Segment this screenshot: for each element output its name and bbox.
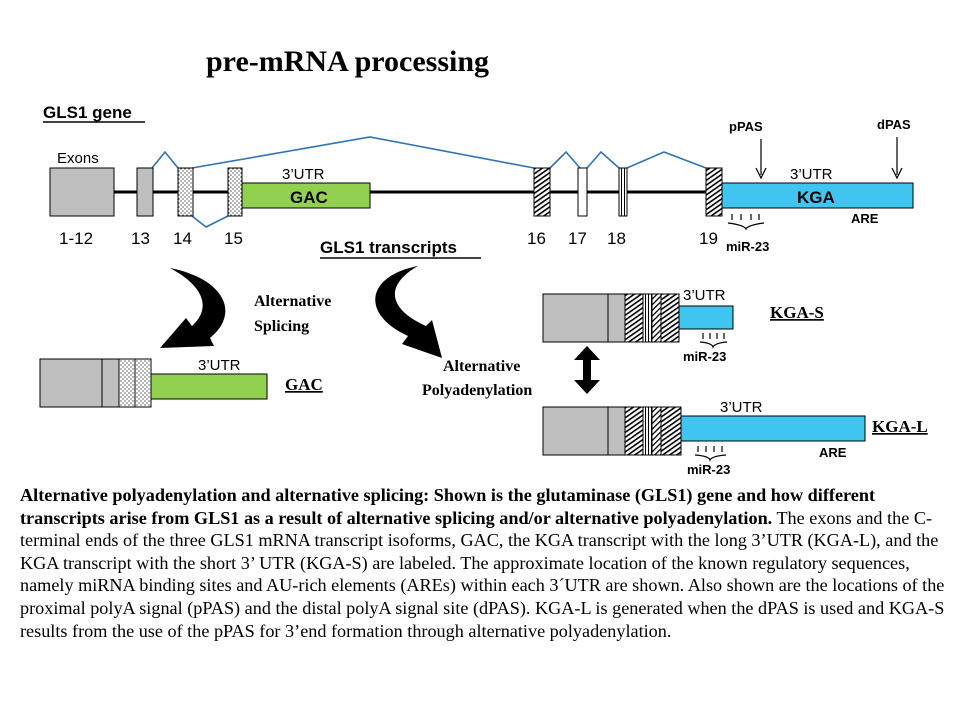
dpas-label: dPAS (877, 117, 911, 132)
are-label-gene: ARE (851, 211, 879, 226)
mir-label-kga-l: miR-23 (687, 462, 730, 477)
polyadenylation-label-line2: Polyadenylation (422, 382, 532, 399)
mir-label-gene: miR-23 (726, 239, 769, 254)
polyadenylation-curved-arrow (375, 266, 442, 358)
exon-number: 19 (699, 229, 718, 248)
gac-utr-label: 3’UTR (282, 166, 325, 183)
exon-14 (177, 167, 194, 217)
kga-l-name: KGA-L (872, 417, 928, 436)
gac-transcript (39, 358, 268, 408)
exon-numbers: 1-12 13 14 15 16 17 18 19 (59, 229, 718, 248)
kga-label: KGA (797, 188, 835, 207)
double-headed-arrow (574, 346, 600, 394)
splice-connector-18-19 (626, 151, 707, 169)
exon-number: 15 (224, 229, 243, 248)
gac-transcript-utr-label: 3’UTR (198, 357, 241, 374)
gene-label: GLS1 gene (43, 103, 132, 122)
polyadenylation-label-line1: Alternative (443, 358, 520, 375)
exons-label: Exons (57, 150, 99, 167)
exon-15 (227, 167, 243, 217)
mir-site-kga-s (699, 333, 728, 349)
kga-s-name: KGA-S (770, 303, 824, 322)
caption-bold: Alternative polyadenylation and alternat… (20, 485, 876, 528)
kga-l-transcript (542, 406, 866, 456)
exon-number: 13 (131, 229, 150, 248)
splice-connector-16-17 (549, 150, 581, 169)
kga-l-utr-label: 3’UTR (720, 399, 763, 416)
dpas-arrow-head (891, 167, 903, 180)
ppas-arrow-head (755, 167, 767, 180)
splicing-curved-arrow (160, 268, 226, 348)
kga-s-transcript (542, 293, 734, 343)
exon-number: 17 (568, 229, 587, 248)
splice-connector-14-15-below (191, 215, 229, 228)
exon-number: 18 (607, 229, 626, 248)
caption-body: The exons and the C-terminal ends of the… (20, 507, 945, 641)
kga-utr-box (721, 182, 914, 209)
are-label-kga-l: ARE (819, 445, 847, 460)
mir-site-gene (727, 214, 765, 231)
gac-label: GAC (290, 188, 328, 207)
ppas-label: pPAS (729, 119, 763, 134)
splicing-label-line1: Alternative (254, 293, 331, 310)
exon-number: 16 (527, 229, 546, 248)
exon-18 (618, 167, 628, 217)
exon-number: 1-12 (59, 229, 93, 248)
mir-site-kga-l (694, 446, 727, 462)
gac-transcript-name: GAC (285, 375, 323, 394)
exon-1-12 (49, 167, 115, 217)
kga-s-utr-label: 3’UTR (683, 287, 726, 304)
page-title: pre-mRNA processing (206, 45, 489, 78)
splice-connector-14-19 (191, 136, 535, 169)
exon-19 (705, 167, 723, 217)
splice-connector-13-14 (151, 150, 179, 169)
exon-16 (533, 167, 551, 217)
exon-13 (136, 167, 154, 217)
transcripts-label: GLS1 transcripts (320, 238, 457, 257)
mir-label-kga-s: miR-23 (683, 349, 726, 364)
exon-number: 14 (173, 229, 192, 248)
splicing-label-line2: Splicing (254, 318, 309, 335)
exon-17 (577, 167, 588, 217)
figure-caption: Alternative polyadenylation and alternat… (20, 484, 945, 642)
gac-utr-box (241, 182, 371, 209)
kga-utr-label: 3’UTR (790, 166, 833, 183)
splice-connector-17-18 (586, 150, 620, 169)
